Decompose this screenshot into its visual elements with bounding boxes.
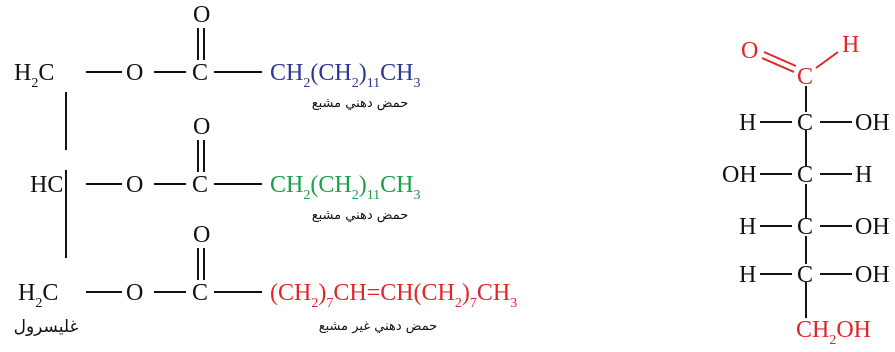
triglyceride-structure: H2C O O C CH2(CH2)11CH3 حمض دهني مشبع HC… — [14, 2, 518, 337]
ester-row-1: H2C O O C CH2(CH2)11CH3 حمض دهني مشبع — [14, 2, 421, 111]
row3-fatty-acid-chain: (CH2)7CH=CH(CH2)7CH3 — [270, 280, 517, 311]
aldehyde-carbon: C — [797, 64, 813, 90]
glucose-row-3: H C OH — [739, 214, 890, 240]
ester-row-3: H2C O O C (CH2)7CH=CH(CH2)7CH3 حمض دهني … — [18, 222, 517, 334]
row2-carbonyl-oxygen: O — [193, 114, 210, 140]
aldehyde-double-bond-b — [763, 51, 797, 67]
row3-carbonyl-oxygen: O — [193, 222, 210, 248]
glucose-structure: O C H H C OH OH C H H — [722, 32, 890, 348]
glucose-row3-right: OH — [855, 214, 890, 240]
glucose-ch2oh: CH2OH — [796, 317, 871, 347]
glucose-row3-carbon: C — [797, 214, 813, 240]
glucose-row-2: OH C H — [722, 162, 872, 188]
row3-caption: حمض دهني غير مشبع — [319, 319, 438, 334]
glucose-row2-carbon: C — [797, 162, 813, 188]
row1-caption: حمض دهني مشبع — [312, 96, 409, 111]
row2-carbon: HC — [30, 172, 63, 198]
row1-carbonyl-carbon: C — [192, 60, 208, 86]
row2-caption: حمض دهني مشبع — [312, 208, 409, 223]
aldehyde-oxygen: O — [741, 38, 758, 64]
glucose-row4-right: OH — [855, 262, 890, 288]
glycerol-label: غليسرول — [14, 317, 79, 337]
glucose-row-4: H C OH — [739, 262, 890, 288]
glucose-row1-carbon: C — [797, 110, 813, 136]
glucose-row-1: H C OH — [739, 110, 890, 136]
glucose-row1-left: H — [739, 110, 756, 136]
row2-ester-oxygen: O — [126, 172, 143, 198]
aldehyde-h-bond — [815, 51, 839, 69]
row1-carbonyl-oxygen: O — [193, 2, 210, 28]
ester-row-2: HC O O C CH2(CH2)11CH3 حمض دهني مشبع — [30, 114, 421, 223]
glucose-row3-left: H — [739, 214, 756, 240]
row1-carbon: H2C — [14, 60, 54, 91]
row2-carbonyl-carbon: C — [192, 172, 208, 198]
row3-carbon: H2C — [18, 280, 58, 311]
glucose-row4-carbon: C — [797, 262, 813, 288]
glucose-row2-left: OH — [722, 162, 757, 188]
row3-carbonyl-carbon: C — [192, 280, 208, 306]
glucose-row2-right: H — [855, 162, 872, 188]
row1-ester-oxygen: O — [126, 60, 143, 86]
aldehyde-double-bond-a — [761, 57, 795, 73]
row1-fatty-acid-chain: CH2(CH2)11CH3 — [270, 60, 421, 91]
row3-ester-oxygen: O — [126, 280, 143, 306]
aldehyde-hydrogen: H — [842, 32, 859, 58]
glucose-row4-left: H — [739, 262, 756, 288]
glucose-row1-right: OH — [855, 110, 890, 136]
row2-fatty-acid-chain: CH2(CH2)11CH3 — [270, 172, 421, 203]
